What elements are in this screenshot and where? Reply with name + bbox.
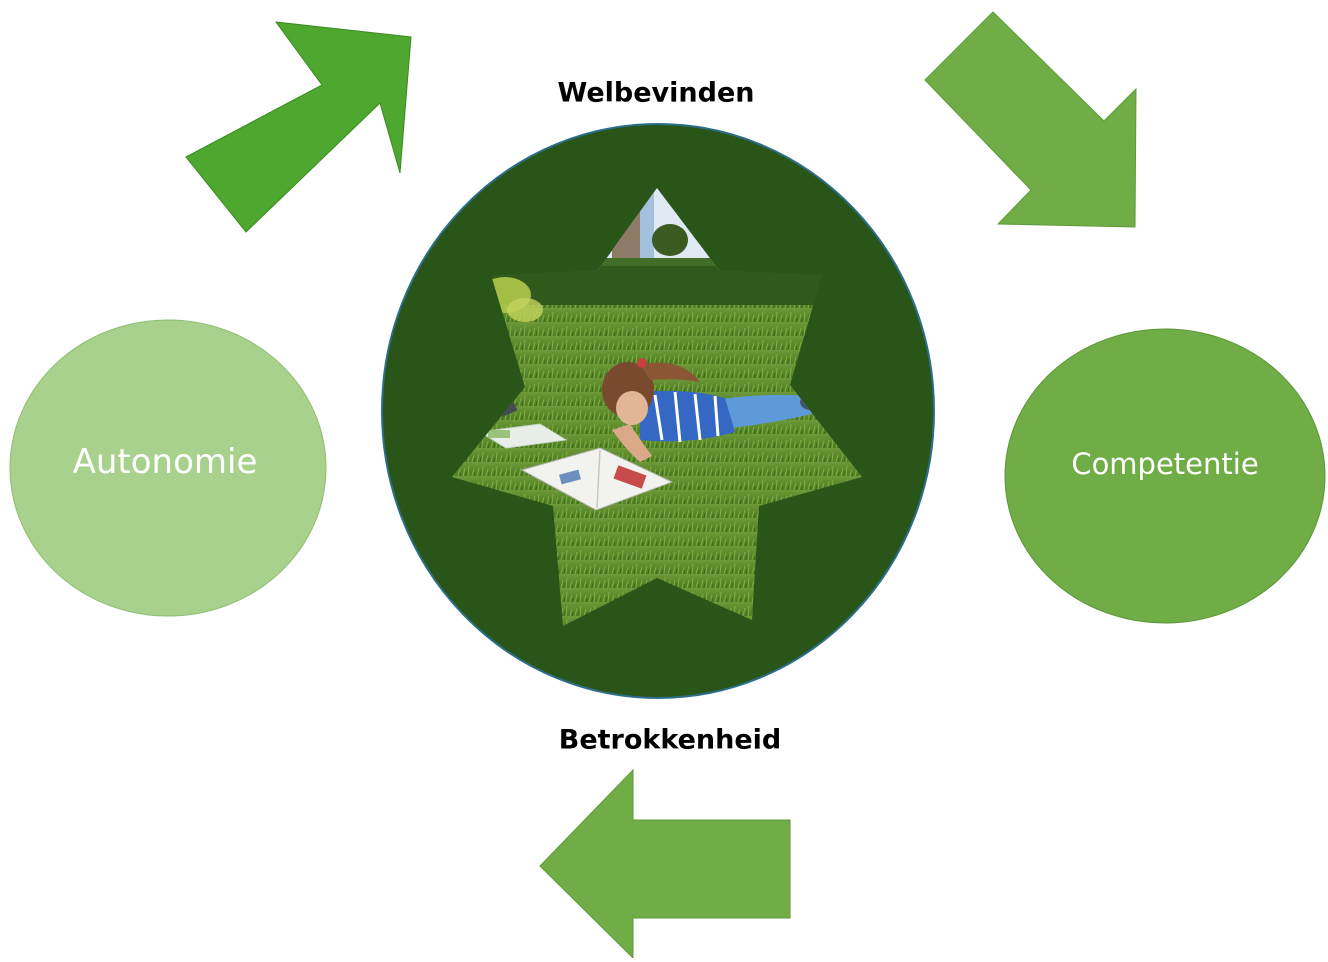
arrow-top-right — [924, 11, 1137, 228]
label-betrokkenheid: Betrokkenheid — [558, 724, 782, 756]
node-autonomie-label: Autonomie — [72, 442, 258, 482]
node-competentie-circle — [1004, 328, 1326, 624]
node-competentie-label: Competentie — [1071, 447, 1259, 481]
arrow-top-left — [185, 21, 412, 233]
label-welbevinden: Welbevinden — [557, 77, 755, 109]
node-autonomie-circle — [9, 319, 327, 617]
arrow-bottom — [539, 768, 791, 960]
